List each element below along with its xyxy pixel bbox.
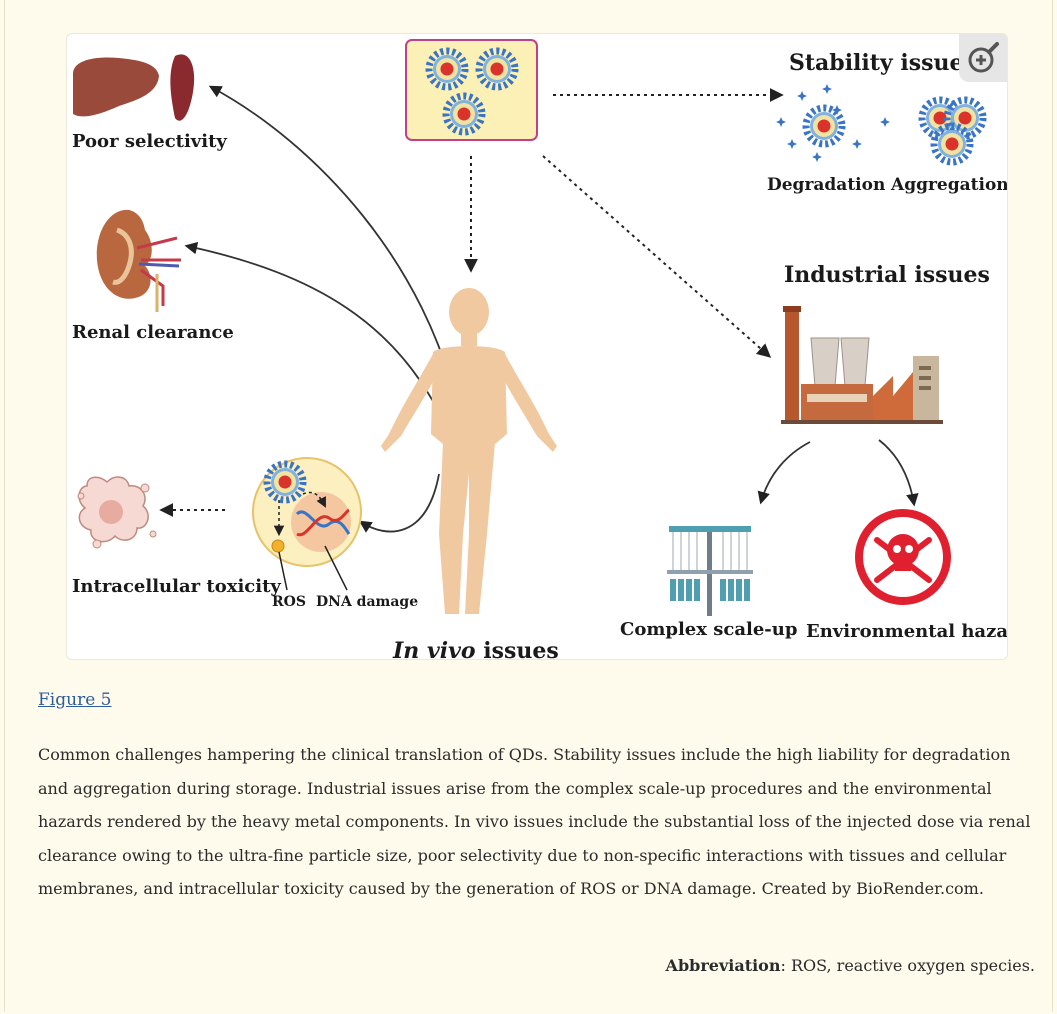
arrow-to-cell (358, 473, 440, 533)
environmental-hazards-label: Environmental hazards (806, 621, 1007, 642)
aggregation-label: Aggregation (890, 175, 1007, 195)
arrow-to-industrial (542, 155, 772, 358)
arrow-to-scale-up (757, 441, 811, 505)
intracellular-toxicity-label: Intracellular toxicity (72, 576, 281, 597)
renal-clearance-label: Renal clearance (72, 322, 234, 343)
figure-image[interactable]: Stability issues Degradation Aggregation… (66, 33, 1008, 660)
abbreviation-note: Abbreviation: ROS, reactive oxygen speci… (666, 956, 1035, 975)
page-frame (4, 0, 1053, 1012)
abbreviation-label: Abbreviation (665, 956, 781, 975)
liver-icon (73, 57, 159, 117)
degradation-icon (776, 84, 890, 162)
industrial-issues-label: Industrial issues (784, 262, 990, 288)
multichannel-pipette-icon (667, 526, 753, 616)
poor-selectivity-label: Poor selectivity (72, 131, 227, 152)
figure-caption: Common challenges hampering the clinical… (38, 745, 1031, 898)
complex-scale-up-label: Complex scale-up (620, 619, 797, 640)
damaged-cell-icon (77, 476, 157, 549)
figure-diagram: Stability issues Degradation Aggregation… (72, 39, 1007, 659)
ros-label: ROS (272, 594, 306, 610)
stability-issues-label: Stability issues (789, 50, 976, 76)
human-body-icon (381, 288, 557, 614)
abbreviation-text: : ROS, reactive oxygen species. (780, 956, 1035, 975)
degradation-label: Degradation (767, 175, 885, 195)
quantum-dot-cluster-icon (405, 39, 538, 141)
in-vivo-issues-label: In vivo issues (392, 638, 559, 659)
aggregation-icon (922, 100, 983, 162)
skull-crossbones-icon (855, 509, 951, 605)
zoom-in-icon (968, 42, 999, 73)
zoom-button[interactable] (959, 34, 1007, 82)
factory-icon (781, 306, 943, 424)
kidney-icon (96, 209, 181, 312)
cell-dna-icon (252, 457, 362, 591)
spleen-icon (170, 54, 195, 121)
arrow-to-hazards (878, 439, 919, 507)
figure-link[interactable]: Figure 5 (38, 690, 112, 710)
dna-damage-label: DNA damage (316, 594, 418, 610)
